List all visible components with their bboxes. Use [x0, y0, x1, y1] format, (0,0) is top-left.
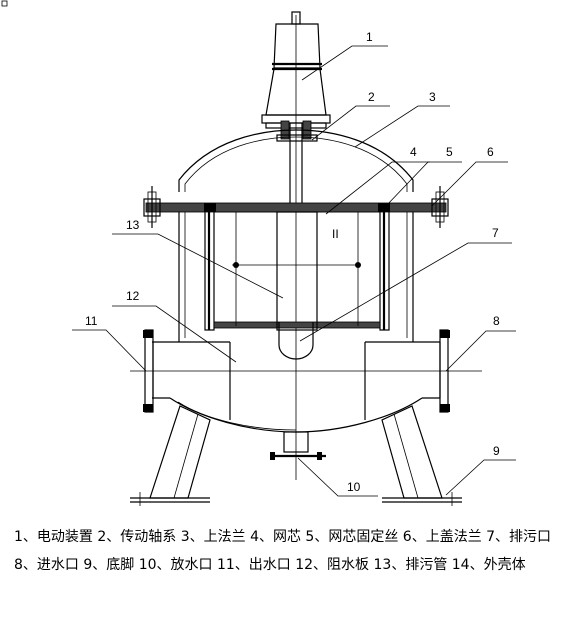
- filter-screen-core: [204, 205, 390, 331]
- callout-label: 10: [347, 480, 361, 494]
- callout-label: 7: [492, 226, 499, 240]
- support-legs: [130, 405, 462, 506]
- leader-lines: [72, 45, 516, 497]
- drain-port: [270, 431, 326, 460]
- filter-assembly-drawing: 1 2 3 4 5 6 7 8 9 10 11 12 13 II: [1, 0, 516, 506]
- callout-label: 8: [493, 314, 500, 328]
- inlet-outlet-flanges: [130, 329, 482, 413]
- outer-shell: [152, 212, 440, 433]
- callout-label: 12: [126, 289, 140, 303]
- callout-label: 5: [446, 145, 453, 159]
- callout-label: 13: [126, 218, 140, 232]
- callout-label: 11: [85, 314, 98, 328]
- callout-label: 1: [366, 30, 373, 44]
- callout-label: 9: [493, 444, 500, 458]
- callout-label: 3: [429, 90, 436, 104]
- callout-label: II: [332, 227, 339, 241]
- callout-label: 2: [368, 90, 375, 104]
- upper-head-inner: [184, 136, 408, 192]
- callout-label: 6: [487, 145, 494, 159]
- callout-label: 4: [410, 145, 417, 159]
- corner-mark: [1, 0, 8, 7]
- parts-legend-caption: 1、电动装置 2、传动轴系 3、上法兰 4、网芯 5、网芯固定丝 6、上盖法兰 …: [14, 529, 552, 573]
- drive-shaft: [276, 15, 318, 480]
- upper-head-dome: [178, 129, 414, 192]
